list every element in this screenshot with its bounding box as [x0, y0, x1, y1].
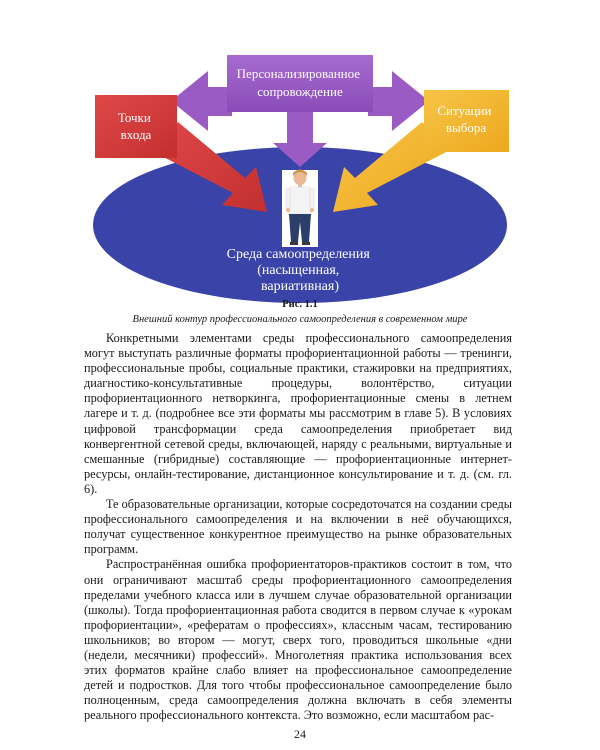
paragraph-1: Конкретными элементами среды профессиона…	[84, 331, 512, 496]
arrow-to-right-box	[368, 71, 429, 131]
ellipse-label: Среда самоопределения (насыщенная, вариа…	[227, 247, 374, 294]
left-box	[95, 95, 177, 158]
right-box-line-2: выбора	[446, 120, 486, 135]
body-text: Конкретными элементами среды профессиона…	[84, 331, 512, 723]
right-box	[424, 90, 509, 152]
left-box-line-2: входа	[121, 127, 152, 142]
left-box-label: Точки входа	[118, 110, 154, 142]
ellipse-line-3: вариативная)	[261, 279, 339, 294]
figure-caption: Внешний контур профессионального самоопр…	[132, 314, 468, 325]
arrow-right-to-center	[333, 122, 450, 212]
arrow-to-left-box	[171, 71, 232, 131]
right-box-line-1: Ситуации	[437, 103, 491, 118]
page-number: 24	[294, 727, 306, 741]
figure-diagram: Персонализированное сопровождение Точки …	[93, 55, 509, 303]
top-box-label: Персонализированное сопровождение	[237, 66, 364, 99]
arrow-left-to-center	[150, 122, 267, 212]
paragraph-3: Распространённая ошибка профориентаторов…	[84, 557, 512, 723]
right-box-label: Ситуации выбора	[437, 103, 494, 135]
ellipse-line-2: (насыщенная,	[257, 263, 339, 278]
top-box-line-1: Персонализированное	[237, 66, 361, 81]
ellipse-line-1: Среда самоопределения	[227, 247, 371, 262]
left-box-line-1: Точки	[118, 110, 151, 125]
paragraph-2: Те образовательные организации, которые …	[84, 497, 512, 557]
boy-photo	[282, 169, 318, 247]
arrow-down-center	[273, 112, 327, 167]
top-box-line-2: сопровождение	[257, 84, 343, 99]
figure-number: Рис. 1.1	[282, 299, 318, 310]
top-box	[227, 55, 373, 112]
